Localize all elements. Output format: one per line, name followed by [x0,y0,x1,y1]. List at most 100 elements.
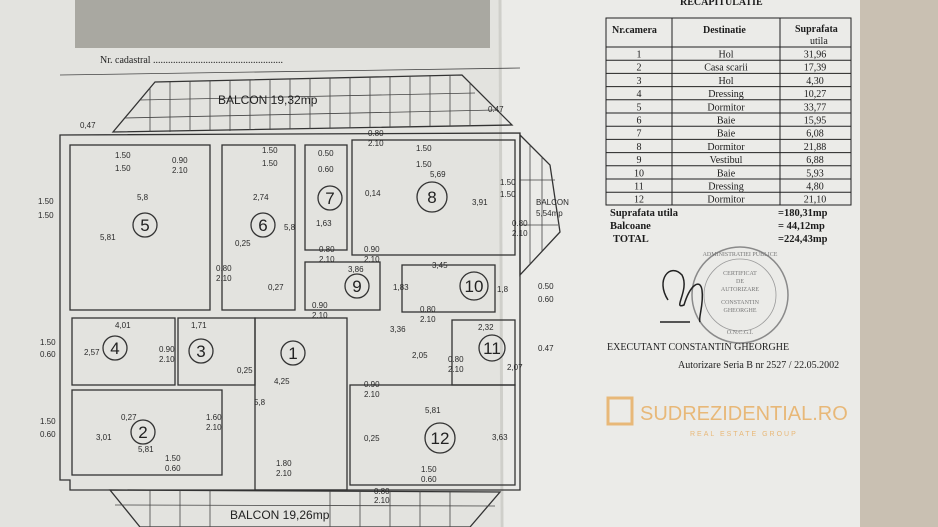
dim: 0.90 [364,245,380,254]
dim: 0.90 [364,380,380,389]
page-fold [498,0,504,527]
balcony-top-label: BALCON 19,32mp [218,93,318,107]
stamp-text: CONSTANTIN [721,300,760,306]
row-destination: Dressing [708,182,744,193]
room-4: 4 [110,339,119,358]
row-area: 5,93 [806,168,824,179]
room-8: 8 [427,188,436,207]
cover-sheet [75,0,490,48]
stamp: ADMINISTRATIEI PUBLICE CERTIFICAT DE AUT… [691,246,789,344]
dim: 5,8 [137,193,149,202]
row-number: 2 [637,63,642,74]
dim: 1.50 [500,190,516,199]
recap-title: RECAPITULATIE [680,0,763,8]
room-9: 9 [352,277,361,296]
dim: 4,25 [274,377,290,386]
cadastral-label: Nr. cadastral ..........................… [100,55,283,66]
dim: 0.60 [421,475,437,484]
dim: 0.60 [165,464,181,473]
row-number: 3 [637,76,642,87]
dim: 1.50 [416,144,432,153]
dim: 0.80 [319,245,335,254]
dim: 1.50 [262,146,278,155]
dim: 2.10 [172,166,188,175]
row-destination: Baie [717,129,736,140]
dim: 0,25 [235,239,251,248]
dim: 4,01 [115,321,131,330]
room-10: 10 [465,277,484,296]
dim: 0.80 [448,355,464,364]
row-area: 33,77 [804,102,827,113]
row-destination: Baie [717,168,736,179]
dim: 0.60 [40,350,56,359]
walls [59,132,521,491]
stamp-text: GHEORGHE [724,308,757,314]
dim: 0.60 [538,295,554,304]
dim: 5,81 [425,406,441,415]
balcony-right-area: 5,54mp [536,209,563,218]
room-3: 3 [196,342,205,361]
balcony-top: BALCON 19,32mp [111,74,514,133]
dim: 3,01 [96,433,112,442]
stamp-text: O.N.C.G.I. [727,330,754,336]
row-number: 6 [637,116,642,127]
divider [59,67,521,76]
summary-value: =224,43mp [778,234,828,245]
dim: 3,86 [348,265,364,274]
authorization-label: Autorizare Seria B nr 2527 / 22.05.2002 [678,360,839,371]
dim: 2.10 [512,229,528,238]
dim: 1,8 [497,285,509,294]
signature [660,269,704,323]
dim: 1,63 [316,219,332,228]
col-header-suprafata: Suprafata [795,24,838,35]
row-destination: Casa scarii [704,63,748,74]
dim: 1.50 [115,164,131,173]
balcony-bottom: BALCON 19,26mp [108,489,502,527]
dim: 2.10 [206,423,222,432]
dim: 1.50 [500,178,516,187]
dim: 1.50 [416,160,432,169]
dim: 2.10 [276,469,292,478]
row-area: 4,30 [806,76,824,87]
dim: 5,69 [430,170,446,179]
room-7: 7 [325,189,334,208]
dim: 1.60 [206,413,222,422]
executant-label: EXECUTANT CONSTANTIN GHEORGHE [607,342,789,353]
row-destination: Hol [719,50,734,61]
col-header-nr: Nr.camera [612,25,657,36]
balcony-right-label: BALCON [536,198,569,207]
dim: 0,27 [121,413,137,422]
row-number: 9 [637,155,642,166]
row-area: 15,95 [804,116,827,127]
dim: 3,91 [472,198,488,207]
summary-label: Suprafata utila [610,208,679,219]
row-destination: Hol [719,76,734,87]
dim: 2.10 [159,355,175,364]
dim: 0,14 [365,189,381,198]
dim: 3,45 [432,261,448,270]
dim: 1.50 [165,454,181,463]
col-header-utila: utila [810,36,828,47]
dim: 3,36 [390,325,406,334]
dim: 0.60 [40,430,56,439]
dim: 1.80 [276,459,292,468]
dim: 2.10 [448,365,464,374]
dim: 2,74 [253,193,269,202]
watermark: SUDREZIDENTIAL.RO REAL ESTATE GROUP [606,396,848,438]
row-destination: Baie [717,116,736,127]
dim: 0.90 [312,301,328,310]
dim: 1.50 [38,197,54,206]
summary-value: = 44,12mp [778,221,825,232]
dim: 0.80 [216,264,232,273]
row-destination: Dormitor [707,102,745,113]
dim: 5,8 [284,223,296,232]
room-labels: 1 2 3 4 5 6 7 8 9 10 11 12 [102,181,506,454]
row-area: 4,80 [806,182,824,193]
dim: 0,25 [364,434,380,443]
row-destination: Dressing [708,89,744,100]
row-number: 1 [637,50,642,61]
row-destination: Dormitor [707,142,745,153]
room-5: 5 [140,216,149,235]
row-number: 5 [637,102,642,113]
dim: 0.50 [318,149,334,158]
